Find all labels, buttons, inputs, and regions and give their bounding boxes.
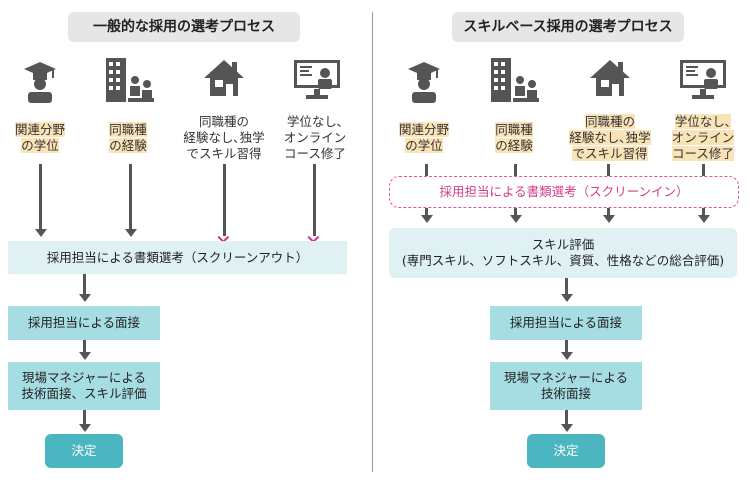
arrow-head xyxy=(509,215,522,223)
graduate-icon xyxy=(406,60,442,108)
arrow-head xyxy=(560,424,573,432)
arrow-head xyxy=(560,352,573,360)
arrow-line xyxy=(425,208,428,217)
left-screening-label: 採用担当による書類選考（スクリーンアウト） xyxy=(46,249,309,265)
house-icon xyxy=(588,58,632,102)
category-label: 関連分野 の学位 xyxy=(398,122,449,153)
right-category-experience: 同職種 の経験 xyxy=(474,122,554,154)
category-label: 関連分野 の学位 xyxy=(14,122,65,153)
left-interview-label: 採用担当による面接 xyxy=(27,315,141,330)
right-screening-box: 採用担当による書類選考（スクリーンイン） xyxy=(389,176,739,208)
left-decision-label: 決定 xyxy=(71,443,97,458)
arrow-head xyxy=(34,229,47,237)
arrow-line xyxy=(565,410,568,426)
right-tech-interview-label: 現場マネジャーによる 技術面接 xyxy=(503,370,628,401)
arrow-head xyxy=(78,352,91,360)
category-label: 同職種の 経験なし､独学 でスキル習得 xyxy=(569,114,651,161)
right-screening-label: 採用担当による書類選考（スクリーンイン） xyxy=(439,184,689,199)
arrow-head xyxy=(78,424,91,432)
arrow-line xyxy=(514,164,517,177)
left-category-experience: 同職種 の経験 xyxy=(88,122,168,154)
arrow-line xyxy=(313,164,316,236)
office-building-icon xyxy=(489,56,539,108)
arrow-line xyxy=(83,340,86,354)
left-screening-box: 採用担当による書類選考（スクリーンアウト） xyxy=(8,241,347,274)
right-decision-label: 決定 xyxy=(553,443,579,458)
arrow-line xyxy=(223,164,226,236)
right-title: スキルベース採用の選考プロセス xyxy=(452,12,684,42)
right-category-self-taught: 同職種の 経験なし､独学 でスキル習得 xyxy=(558,114,662,162)
right-interview-label: 採用担当による面接 xyxy=(509,315,623,330)
arrow-head xyxy=(124,229,137,237)
left-category-degree: 関連分野 の学位 xyxy=(0,122,80,154)
left-category-online-course: 学位なし､ オンライン コース修了 xyxy=(283,114,347,161)
left-interview-box: 採用担当による面接 xyxy=(8,306,160,340)
right-category-online-course: 学位なし､ オンライン コース修了 xyxy=(658,114,748,162)
arrow-line xyxy=(702,164,705,177)
arrow-line xyxy=(83,410,86,426)
house-icon xyxy=(202,58,246,102)
skill-evaluation-title: スキル評価 xyxy=(531,237,595,252)
category-label: 同職種 の経験 xyxy=(109,122,147,153)
left-title: 一般的な採用の選考プロセス xyxy=(68,12,300,42)
arrow-line xyxy=(607,208,610,217)
left-tech-interview-box: 現場マネジャーによる 技術面接、スキル評価 xyxy=(8,362,160,410)
arrow-head xyxy=(560,294,573,302)
right-decision-box: 決定 xyxy=(527,434,605,468)
arrow-line xyxy=(607,164,610,177)
right-category-degree: 関連分野 の学位 xyxy=(384,122,464,154)
left-category-self-taught: 同職種の 経験なし､独学 でスキル習得 xyxy=(183,114,265,161)
arrow-line xyxy=(425,164,428,177)
panel-divider xyxy=(372,12,373,472)
arrow-line xyxy=(129,164,132,230)
online-course-icon xyxy=(678,58,728,106)
graduate-icon xyxy=(22,60,58,108)
category-label: 学位なし､ オンライン コース修了 xyxy=(671,114,735,161)
arrow-head xyxy=(420,215,433,223)
left-decision-box: 決定 xyxy=(45,434,123,468)
skill-evaluation-box: スキル評価 (専門スキル、ソフトスキル、資質、性格などの総合評価) xyxy=(389,228,737,278)
arrow-line xyxy=(565,278,568,296)
category-label: 同職種 の経験 xyxy=(495,122,533,153)
arrow-line xyxy=(702,208,705,217)
online-course-icon xyxy=(292,58,342,106)
office-building-icon xyxy=(104,56,154,108)
arrow-line xyxy=(514,208,517,217)
right-interview-box: 採用担当による面接 xyxy=(490,306,642,340)
left-tech-interview-label: 現場マネジャーによる 技術面接、スキル評価 xyxy=(21,370,147,401)
arrow-head xyxy=(78,294,91,302)
skill-evaluation-detail: (専門スキル、ソフトスキル、資質、性格などの総合評価) xyxy=(401,253,725,268)
arrow-line xyxy=(83,274,86,296)
arrow-head xyxy=(602,215,615,223)
arrow-line xyxy=(565,340,568,354)
right-tech-interview-box: 現場マネジャーによる 技術面接 xyxy=(490,362,642,410)
arrow-head xyxy=(697,215,710,223)
arrow-line xyxy=(39,164,42,230)
